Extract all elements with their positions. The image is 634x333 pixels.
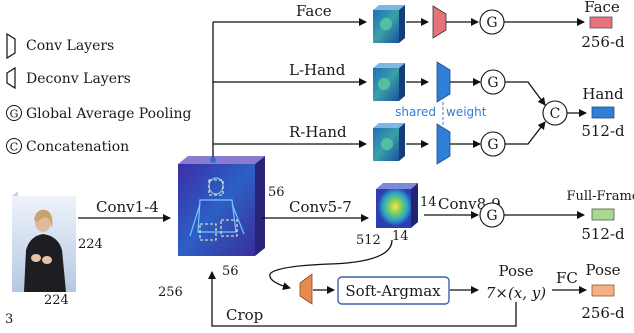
face-output-title: Face bbox=[584, 0, 620, 16]
input-channel-label: 3 bbox=[5, 312, 13, 327]
crop-box-lhand bbox=[199, 223, 217, 241]
feature-map-56: 56 56 256 bbox=[158, 156, 285, 300]
signer-hand-right bbox=[42, 256, 52, 264]
lhand-branch-label: L-Hand bbox=[289, 61, 346, 79]
shared-label: shared bbox=[395, 105, 436, 119]
lhand-gap-letter: G bbox=[487, 75, 498, 91]
feature-map-56-channels: 256 bbox=[158, 285, 183, 300]
input-height-label: 224 bbox=[78, 237, 103, 252]
feature-map-14-width: 14 bbox=[392, 229, 409, 244]
lhand-gap-node: G bbox=[480, 69, 506, 95]
fullframe-output-title: Full-Frame bbox=[566, 189, 634, 204]
concat-symbol-letter: C bbox=[10, 141, 18, 154]
pose-output-dim: 256-d bbox=[581, 304, 625, 322]
input-width-label: 224 bbox=[44, 293, 69, 308]
crop-label: Crop bbox=[226, 306, 263, 324]
signer-hair bbox=[34, 209, 53, 228]
lhand-to-concat-arrow bbox=[505, 81, 546, 106]
pose-branch-curve bbox=[269, 239, 393, 291]
face-embedding-box bbox=[589, 16, 613, 29]
weight-label: weight bbox=[446, 105, 487, 119]
legend: Conv Layers Deconv Layers G Global Avera… bbox=[6, 32, 191, 155]
rhand-branch-label: R-Hand bbox=[289, 123, 347, 141]
concat-symbol-icon bbox=[6, 138, 22, 154]
lhand-patch bbox=[373, 63, 405, 101]
legend-deconv-label: Deconv Layers bbox=[26, 71, 131, 87]
legend-conv-label: Conv Layers bbox=[26, 38, 114, 54]
conv-layer-icon bbox=[6, 32, 16, 60]
hand-embedding-box bbox=[591, 106, 615, 119]
conv5-label: Conv5-7 bbox=[289, 198, 352, 216]
legend-concat-label: Concatenation bbox=[26, 139, 129, 155]
concat-letter: C bbox=[550, 106, 561, 122]
pose-title: Pose bbox=[498, 262, 533, 280]
rhand-gap-letter: G bbox=[487, 137, 498, 153]
pose-output-title: Pose bbox=[585, 261, 620, 279]
deconv-layer-icon bbox=[6, 66, 16, 90]
feature-map-56-width: 56 bbox=[222, 264, 239, 279]
rhand-patch bbox=[373, 123, 405, 161]
crop-box-rhand bbox=[220, 219, 238, 237]
soft-argmax-box bbox=[337, 276, 450, 305]
hand-output-dim: 512-d bbox=[581, 122, 625, 140]
rhand-conv-block bbox=[436, 123, 451, 165]
face-gap-letter: G bbox=[486, 15, 497, 31]
feature-map-56-top bbox=[178, 156, 265, 164]
feature-map-56-front bbox=[178, 164, 255, 256]
rhand-to-concat-arrow bbox=[505, 121, 546, 145]
feature-map-14-channels: 512 bbox=[356, 233, 381, 248]
face-gap-node: G bbox=[479, 9, 505, 35]
feature-map-56-height: 56 bbox=[268, 185, 285, 200]
crop-loop-arrow bbox=[208, 271, 517, 327]
fullframe-embedding-box bbox=[591, 208, 615, 221]
branch-tap-dot bbox=[210, 157, 216, 163]
legend-gap-label: Global Average Pooling bbox=[26, 106, 191, 122]
hand-output-title: Hand bbox=[582, 85, 624, 103]
fullframe-gap-letter: G bbox=[486, 208, 497, 224]
face-conv-block bbox=[432, 5, 447, 39]
feature-map-14-height: 14 bbox=[420, 195, 437, 210]
fullframe-output-dim: 512-d bbox=[581, 225, 625, 243]
fc-label: FC bbox=[556, 269, 578, 287]
lhand-conv-block bbox=[436, 61, 451, 103]
gap-symbol-letter: G bbox=[10, 108, 19, 121]
concat-node: C bbox=[542, 100, 568, 126]
signer-hand-left bbox=[31, 254, 41, 262]
crop-box-face bbox=[208, 179, 224, 196]
rhand-gap-node: G bbox=[480, 131, 506, 157]
feature-map-14: 14 14 512 bbox=[356, 183, 437, 248]
face-branch-label: Face bbox=[296, 2, 332, 20]
face-patch bbox=[373, 5, 405, 43]
pose-embedding-box bbox=[591, 284, 615, 297]
soft-argmax-label: Soft-Argmax bbox=[345, 282, 441, 300]
input-frame: 224 224 3 bbox=[5, 191, 103, 327]
pose-deconv-block bbox=[299, 273, 313, 305]
face-output-dim: 256-d bbox=[581, 33, 625, 51]
pose-dim: 7×(x, y) bbox=[486, 284, 546, 302]
conv1-label: Conv1-4 bbox=[96, 198, 159, 216]
feature-map-56-side bbox=[255, 156, 265, 256]
fullframe-gap-node: G bbox=[479, 202, 505, 228]
gap-symbol-icon bbox=[6, 105, 22, 121]
feature-map-14-front bbox=[376, 189, 411, 228]
